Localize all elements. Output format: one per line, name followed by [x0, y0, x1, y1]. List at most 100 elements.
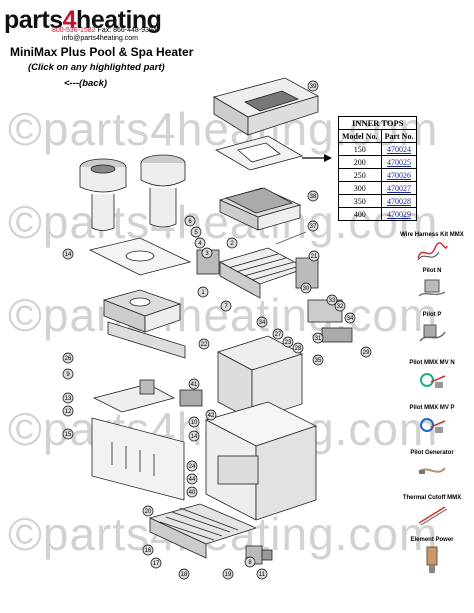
callout[interactable]: 32 [334, 300, 346, 312]
svg-text:15: 15 [65, 432, 72, 438]
callout[interactable]: 44 [186, 473, 198, 485]
svg-text:26: 26 [65, 356, 72, 362]
callout[interactable]: 19 [222, 568, 234, 580]
callout[interactable]: 31 [312, 332, 324, 344]
callout[interactable]: 3 [201, 247, 213, 259]
pilot-p-icon [419, 324, 446, 342]
inner-top[interactable] [214, 135, 304, 171]
callout[interactable]: 15 [62, 428, 74, 440]
burner-tray[interactable] [148, 503, 258, 559]
svg-text:38: 38 [310, 194, 317, 200]
kit-pilot-n[interactable]: Pilot N [392, 268, 472, 300]
callout[interactable]: 35 [312, 354, 324, 366]
callout[interactable]: 20 [142, 505, 154, 517]
control-bracket[interactable] [92, 379, 203, 413]
callout[interactable]: 21 [308, 250, 320, 262]
callout[interactable]: 13 [62, 392, 74, 404]
callout[interactable]: 42 [205, 409, 217, 421]
callout[interactable]: 38 [307, 190, 319, 202]
svg-text:16: 16 [145, 548, 152, 554]
callout[interactable]: 4 [194, 237, 206, 249]
svg-text:17: 17 [153, 561, 160, 567]
flue-adapter[interactable] [102, 289, 182, 333]
callout[interactable]: 5 [190, 226, 202, 238]
callout[interactable]: 26 [62, 352, 74, 364]
callout[interactable]: 23 [282, 336, 294, 348]
callout[interactable]: 7 [220, 300, 232, 312]
callout[interactable]: 12 [62, 405, 74, 417]
callout[interactable]: 11 [256, 568, 268, 580]
callout[interactable]: 27 [272, 328, 284, 340]
callout[interactable]: 39 [307, 80, 319, 92]
callout[interactable]: 9 [62, 368, 74, 380]
callout[interactable]: 2 [226, 237, 238, 249]
kit-thermal-cutoff[interactable]: Thermal Cutoff MMX [392, 495, 472, 527]
pilot-mmx-mv-n-icon [420, 373, 446, 388]
svg-text:24: 24 [189, 464, 196, 470]
jacket-cabinet[interactable] [204, 401, 318, 521]
callout[interactable]: 10 [188, 416, 200, 428]
callout[interactable]: 30 [300, 282, 312, 294]
svg-text:28: 28 [295, 346, 302, 352]
svg-text:40: 40 [189, 490, 196, 496]
logo[interactable]: parts4heating [4, 6, 162, 35]
callout[interactable]: 28 [292, 342, 304, 354]
callout[interactable]: 24 [186, 460, 198, 472]
kit-pilot-mmx-mv-n[interactable]: Pilot MMX MV N [392, 360, 472, 392]
kit-wire-harness[interactable]: Wire Harness Kit MMX [392, 232, 472, 264]
svg-text:42: 42 [208, 413, 215, 419]
callout[interactable]: 18 [178, 568, 190, 580]
svg-text:11: 11 [259, 572, 266, 578]
heat-exchanger[interactable] [218, 247, 308, 299]
combustion-chamber[interactable] [216, 335, 304, 421]
callout[interactable]: 1 [197, 286, 209, 298]
draft-hood-left[interactable] [79, 158, 127, 231]
pilot-mmx-mv-p-icon [420, 418, 446, 433]
callout[interactable]: 33 [326, 294, 338, 306]
kit-label: Pilot N [422, 268, 442, 274]
callout[interactable]: 14 [188, 430, 200, 442]
svg-text:44: 44 [189, 477, 196, 483]
kit-pilot-p[interactable]: Pilot P [392, 312, 472, 344]
outer-jacket-top[interactable] [212, 77, 320, 136]
upper-front-strip[interactable] [107, 321, 186, 359]
draft-hood-right[interactable] [140, 154, 186, 228]
callout[interactable]: 40 [186, 486, 198, 498]
callout[interactable]: 41 [188, 378, 200, 390]
kit-label: Thermal Cutoff MMX [402, 495, 462, 501]
kit-label: Pilot MMX MV P [409, 405, 455, 411]
callout[interactable]: 37 [307, 220, 319, 232]
svg-text:18: 18 [181, 572, 188, 578]
kit-element-power[interactable]: Element Power [392, 537, 472, 575]
svg-text:19: 19 [225, 572, 232, 578]
back-link[interactable]: <---(back) [64, 78, 108, 89]
svg-text:29: 29 [363, 350, 370, 356]
svg-text:2: 2 [230, 241, 234, 247]
svg-text:14: 14 [65, 252, 72, 258]
callout[interactable]: 34 [344, 312, 356, 324]
kit-pilot-mmx-mv-p[interactable]: Pilot MMX MV P [392, 405, 472, 437]
callout[interactable]: 22 [198, 338, 210, 350]
front-access-panel[interactable] [91, 417, 185, 501]
svg-text:4: 4 [198, 241, 202, 247]
callout[interactable]: 14 [62, 248, 74, 260]
wire-harness-icon [417, 242, 448, 261]
kit-pilot-generator[interactable]: Pilot Generator [392, 450, 472, 482]
callout[interactable]: 16 [142, 544, 154, 556]
callout[interactable]: 6 [184, 215, 196, 227]
svg-text:8: 8 [248, 560, 252, 566]
callout[interactable]: 34 [256, 316, 268, 328]
header-right[interactable] [295, 257, 353, 343]
svg-text:14: 14 [191, 434, 198, 440]
callout[interactable]: 29 [360, 346, 372, 358]
email-address[interactable]: info@parts4heating.com [62, 35, 138, 42]
callout[interactable]: 8 [244, 556, 256, 568]
svg-text:5: 5 [194, 230, 198, 236]
part-link[interactable]: 470029 [380, 207, 418, 221]
watermark-3: ©parts4heating.com [8, 289, 439, 341]
pilot-generator-icon [418, 467, 446, 474]
callout[interactable]: 17 [150, 557, 162, 569]
flue-collector[interactable] [218, 187, 302, 231]
phone-number: 800-536-1582 [52, 27, 96, 34]
